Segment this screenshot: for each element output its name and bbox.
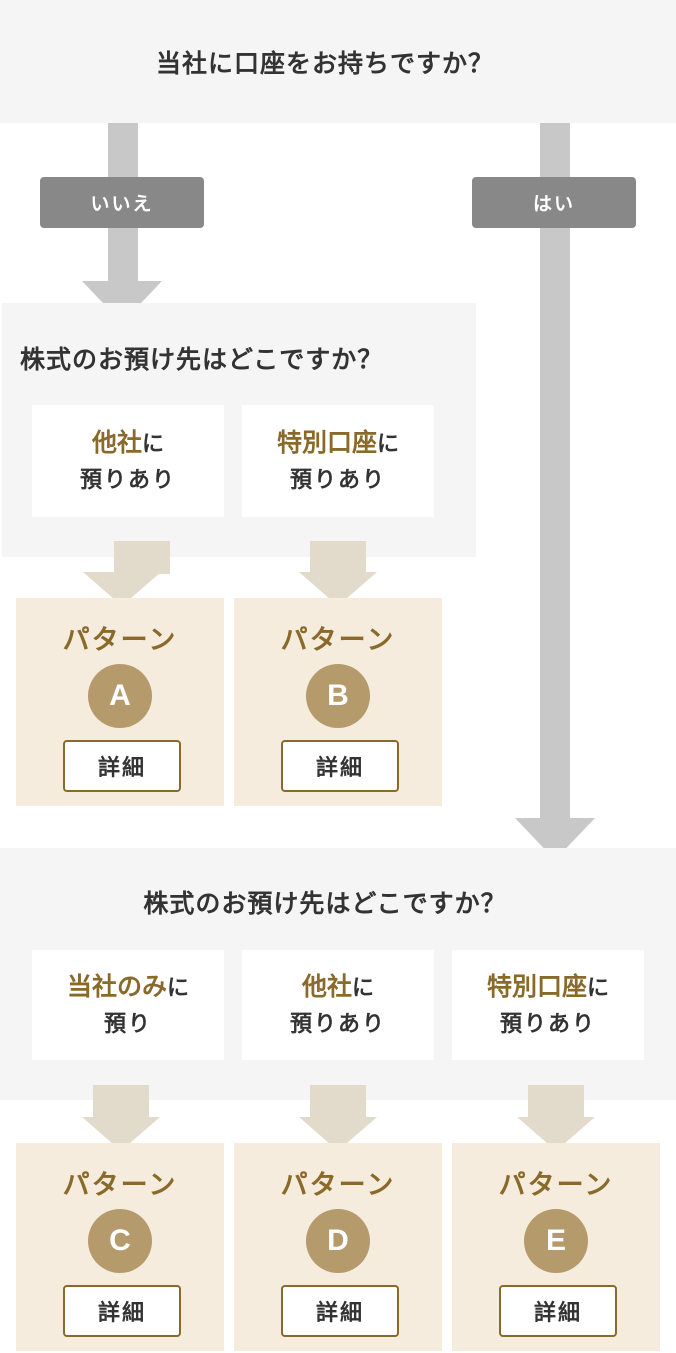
option-highlight: 特別口座 (486, 972, 587, 1002)
option-line2: 預りあり (499, 1012, 596, 1038)
option-suffix: に (142, 432, 165, 458)
pattern-b-card: パターン B 詳細 (234, 598, 442, 806)
pattern-letter-badge: A (88, 664, 152, 728)
pattern-title: パターン (280, 625, 396, 656)
option-highlight: 他社 (91, 428, 142, 458)
pattern-d-card: パターン D 詳細 (234, 1143, 442, 1351)
option-special-account: 特別口座に 預りあり (452, 950, 644, 1060)
pattern-letter-badge: E (524, 1209, 588, 1273)
no-branch-label: いいえ (40, 177, 204, 228)
arrow-to-pattern-d-shaft (310, 1085, 366, 1119)
no-question: 株式のお預け先はどこですか？ (20, 345, 384, 374)
yes-question: 株式のお預け先はどこですか？ (143, 889, 507, 918)
pattern-title: パターン (62, 1170, 178, 1201)
option-line2: 預りあり (79, 468, 176, 494)
pattern-e-card: パターン E 詳細 (452, 1143, 660, 1351)
pattern-b-detail-button[interactable]: 詳細 (281, 740, 399, 792)
option-other-broker: 他社に 預りあり (32, 405, 224, 517)
option-line2: 預りあり (289, 1012, 386, 1038)
arrow-to-pattern-b-shaft (310, 541, 366, 574)
pattern-e-detail-button[interactable]: 詳細 (499, 1285, 617, 1337)
option-special-account: 特別口座に 預りあり (242, 405, 434, 517)
pattern-a-detail-button[interactable]: 詳細 (63, 740, 181, 792)
yes-branch-label: はい (472, 177, 636, 228)
option-line2: 預りあり (289, 468, 386, 494)
pattern-title: パターン (498, 1170, 614, 1201)
option-suffix: に (352, 976, 375, 1002)
pattern-c-detail-button[interactable]: 詳細 (63, 1285, 181, 1337)
top-question-panel (0, 0, 676, 123)
pattern-a-card: パターン A 詳細 (16, 598, 224, 806)
pattern-d-detail-button[interactable]: 詳細 (281, 1285, 399, 1337)
arrow-to-pattern-a-shaft (114, 541, 170, 574)
pattern-letter-badge: C (88, 1209, 152, 1273)
pattern-letter-badge: B (306, 664, 370, 728)
pattern-c-card: パターン C 詳細 (16, 1143, 224, 1351)
option-other-broker: 他社に 預りあり (242, 950, 434, 1060)
option-suffix: に (377, 432, 400, 458)
option-highlight: 他社 (301, 972, 352, 1002)
pattern-letter-badge: D (306, 1209, 370, 1273)
option-suffix: に (587, 976, 610, 1002)
option-highlight: 特別口座 (276, 428, 377, 458)
arrow-to-pattern-e-shaft (528, 1085, 584, 1119)
arrow-to-pattern-c-shaft (93, 1085, 149, 1119)
pattern-title: パターン (280, 1170, 396, 1201)
yes-arrow-shaft (540, 123, 570, 820)
option-line2: 預り (103, 1012, 152, 1038)
pattern-title: パターン (62, 625, 178, 656)
option-highlight: 当社のみ (66, 972, 167, 1002)
option-suffix: に (167, 976, 190, 1002)
top-question: 当社に口座をお持ちですか？ (155, 49, 494, 78)
option-our-company-only: 当社のみに 預り (32, 950, 224, 1060)
